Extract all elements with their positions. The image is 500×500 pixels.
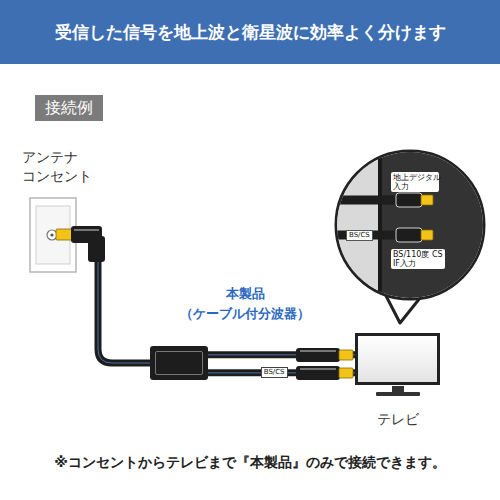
node-label: アンテナ コンセント xyxy=(22,148,96,186)
callout-bubble xyxy=(330,150,490,323)
splitter-body: 本製品 （ケーブル付分波器） xyxy=(150,346,208,380)
coax-cable xyxy=(98,258,150,363)
wall-outlet xyxy=(30,198,76,272)
node-label: テレビ xyxy=(355,410,440,428)
node-label: 本製品 （ケーブル付分波器） xyxy=(175,284,315,324)
caption-note: ※コンセントからテレビまで『本製品』のみで接続できます。 xyxy=(0,452,500,472)
tv-screen: テレビ xyxy=(355,333,440,385)
tv-stand xyxy=(376,386,420,396)
section-tag: 接続例 xyxy=(35,95,103,121)
cable-highlight xyxy=(98,258,150,363)
port-label: 地上デジタル 入力 xyxy=(391,172,439,192)
node-label: 接続例 xyxy=(45,98,93,118)
port-label: BS/CS xyxy=(346,230,373,241)
cable-tag: BS/CS xyxy=(261,367,288,378)
antenna-outlet: アンテナ コンセント xyxy=(22,148,98,266)
angle-plug xyxy=(56,226,105,262)
port-label: BS/110度 CS IF入力 xyxy=(391,249,445,269)
banner-title: 受信した信号を地上波と衛星波に効率よく分けます xyxy=(0,0,500,64)
splitter-stripe xyxy=(155,351,203,375)
tv-plugs xyxy=(296,348,353,380)
